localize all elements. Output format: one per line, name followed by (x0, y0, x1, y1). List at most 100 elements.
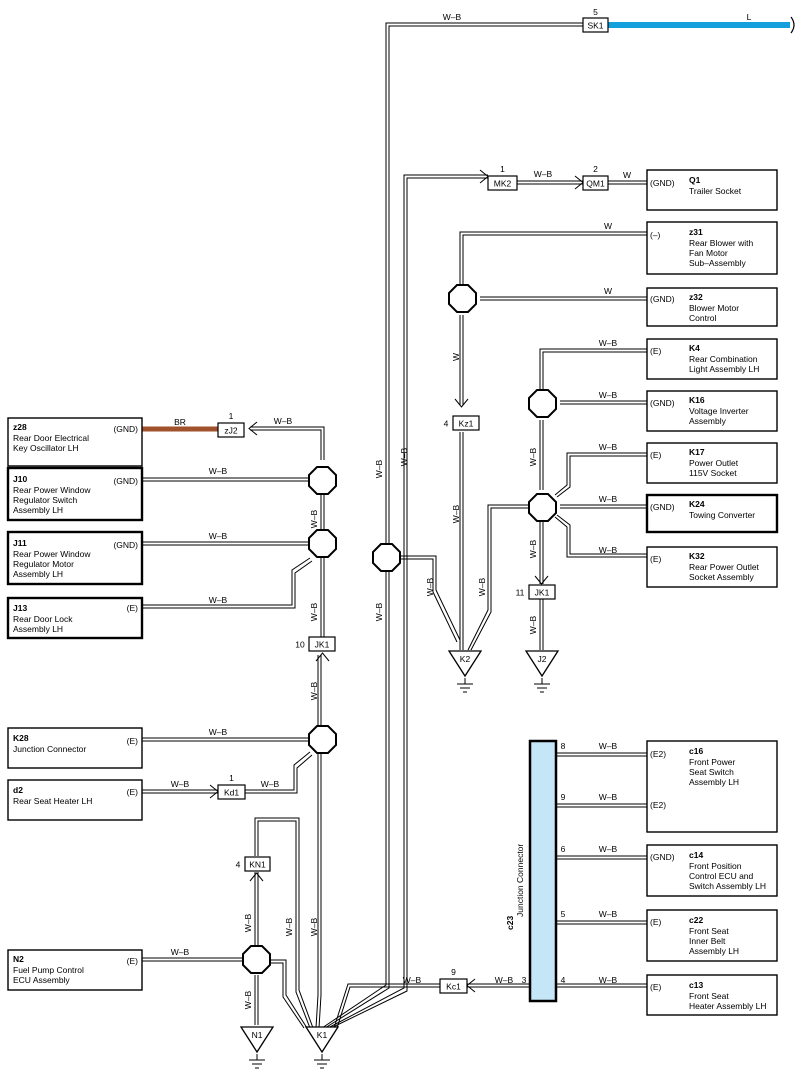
junction-node (528, 493, 557, 522)
wire-labels: W–B L W–B W W W W–B W–B W–B W–B W–B W–B … (171, 12, 752, 1009)
junction-node (308, 466, 337, 495)
svg-text:Sub–Assembly: Sub–Assembly (689, 258, 746, 268)
svg-text:W–B: W–B (403, 975, 422, 985)
svg-text:(E): (E) (127, 787, 139, 797)
svg-text:Control: Control (689, 313, 717, 323)
connector-zj2: zJ2 1 (217, 411, 245, 438)
svg-text:Assembly LH: Assembly LH (13, 505, 63, 515)
component-q1: (GND) Q1 Trailer Socket (646, 169, 778, 211)
connector-jk1-a: JK1 10 (295, 636, 336, 652)
component-z28: z28 Rear Door Electrical Key Oscillator … (7, 417, 143, 467)
junction-nodes (242, 284, 557, 974)
connector-pin: 9 (451, 967, 456, 977)
svg-text:(E2): (E2) (650, 800, 666, 810)
svg-text:L: L (747, 12, 752, 22)
svg-text:Rear Power Window: Rear Power Window (13, 485, 91, 495)
connector-id: JK1 (535, 588, 550, 598)
component-n2: N2 Fuel Pump Control ECU Assembly (E) (7, 949, 143, 991)
svg-text:Rear Door Lock: Rear Door Lock (13, 614, 73, 624)
svg-text:c22: c22 (689, 915, 703, 925)
svg-text:BR: BR (174, 417, 186, 427)
svg-text:(E2): (E2) (650, 749, 666, 759)
svg-text:W–B: W–B (374, 602, 384, 621)
svg-text:W–B: W–B (243, 913, 253, 932)
svg-text:(E): (E) (127, 603, 139, 613)
svg-text:z28: z28 (13, 422, 27, 432)
svg-text:W: W (604, 221, 612, 231)
svg-text:c23: c23 (505, 916, 515, 930)
junction-node (308, 529, 337, 558)
svg-text:(E): (E) (650, 982, 662, 992)
wire-group (142, 22, 647, 1029)
connector-id: zJ2 (224, 426, 238, 436)
connector-pin: 4 (444, 419, 449, 429)
svg-text:K1: K1 (317, 1030, 328, 1040)
svg-text:W–B: W–B (209, 727, 228, 737)
break-mark (790, 16, 795, 34)
connector-pin: 1 (229, 773, 234, 783)
svg-text:W: W (451, 353, 461, 361)
junction-node (448, 284, 477, 313)
svg-text:Front Position: Front Position (689, 861, 742, 871)
svg-text:(E): (E) (127, 736, 139, 746)
component-d2: d2 Rear Seat Heater LH (E) (7, 779, 143, 821)
svg-text:W–B: W–B (599, 390, 618, 400)
svg-text:(E): (E) (650, 346, 662, 356)
svg-text:Control ECU and: Control ECU and (689, 871, 754, 881)
connector-id: KN1 (249, 860, 266, 870)
svg-text:Assembly LH: Assembly LH (13, 624, 63, 634)
connector-mk2: MK2 1 (487, 164, 518, 191)
svg-text:(GND): (GND) (650, 502, 675, 512)
svg-text:Fuel Pump Control: Fuel Pump Control (13, 965, 84, 975)
svg-text:Front Power: Front Power (689, 757, 735, 767)
svg-text:115V Socket: 115V Socket (689, 468, 737, 478)
svg-text:Socket Assembly: Socket Assembly (689, 572, 754, 582)
component-k17: (E) K17 Power Outlet 115V Socket (646, 442, 778, 484)
connector-pin: 1 (229, 411, 234, 421)
svg-text:W–B: W–B (599, 844, 618, 854)
svg-text:W–B: W–B (599, 338, 618, 348)
svg-text:z31: z31 (689, 227, 703, 237)
svg-text:J2: J2 (538, 654, 547, 664)
svg-text:Rear Blower with: Rear Blower with (689, 238, 754, 248)
connector-qm1: QM1 2 (582, 164, 609, 191)
connector-id: Kc1 (446, 982, 461, 992)
svg-text:K24: K24 (689, 499, 705, 509)
svg-text:(E): (E) (650, 450, 662, 460)
svg-text:W–B: W–B (309, 681, 319, 700)
svg-text:K4: K4 (689, 343, 700, 353)
svg-text:9: 9 (561, 792, 566, 802)
connector-id: MK2 (494, 179, 512, 189)
component-k32: (E) K32 Rear Power Outlet Socket Assembl… (646, 546, 778, 588)
svg-text:5: 5 (561, 909, 566, 919)
svg-text:(GND): (GND) (113, 540, 138, 550)
svg-text:K28: K28 (13, 733, 29, 743)
svg-text:K32: K32 (689, 551, 705, 561)
svg-text:Key Oscillator LH: Key Oscillator LH (13, 443, 79, 453)
connector-kn1: KN1 4 (236, 856, 271, 872)
svg-text:K2: K2 (460, 654, 471, 664)
svg-text:Voltage Inverter: Voltage Inverter (689, 406, 749, 416)
svg-text:Blower Motor: Blower Motor (689, 303, 739, 313)
svg-text:W–B: W–B (309, 602, 319, 621)
svg-text:(GND): (GND) (113, 424, 138, 434)
svg-text:W–B: W–B (209, 466, 228, 476)
component-c13: (E) c13 Front Seat Heater Assembly LH (646, 974, 778, 1016)
svg-text:W–B: W–B (209, 595, 228, 605)
junction-node (242, 945, 271, 974)
svg-text:W: W (604, 286, 612, 296)
svg-text:Inner Belt: Inner Belt (689, 936, 726, 946)
svg-text:K17: K17 (689, 447, 705, 457)
svg-text:W–B: W–B (209, 531, 228, 541)
svg-text:c16: c16 (689, 746, 703, 756)
svg-text:(–): (–) (650, 230, 661, 240)
svg-text:J13: J13 (13, 603, 27, 613)
component-j11: J11 Rear Power Window Regulator Motor As… (6, 530, 144, 586)
svg-text:W–B: W–B (599, 741, 618, 751)
svg-text:Regulator Switch: Regulator Switch (13, 495, 78, 505)
svg-text:(E): (E) (650, 554, 662, 564)
svg-text:(GND): (GND) (650, 294, 675, 304)
connector-pin: 10 (295, 640, 305, 650)
svg-text:8: 8 (561, 741, 566, 751)
